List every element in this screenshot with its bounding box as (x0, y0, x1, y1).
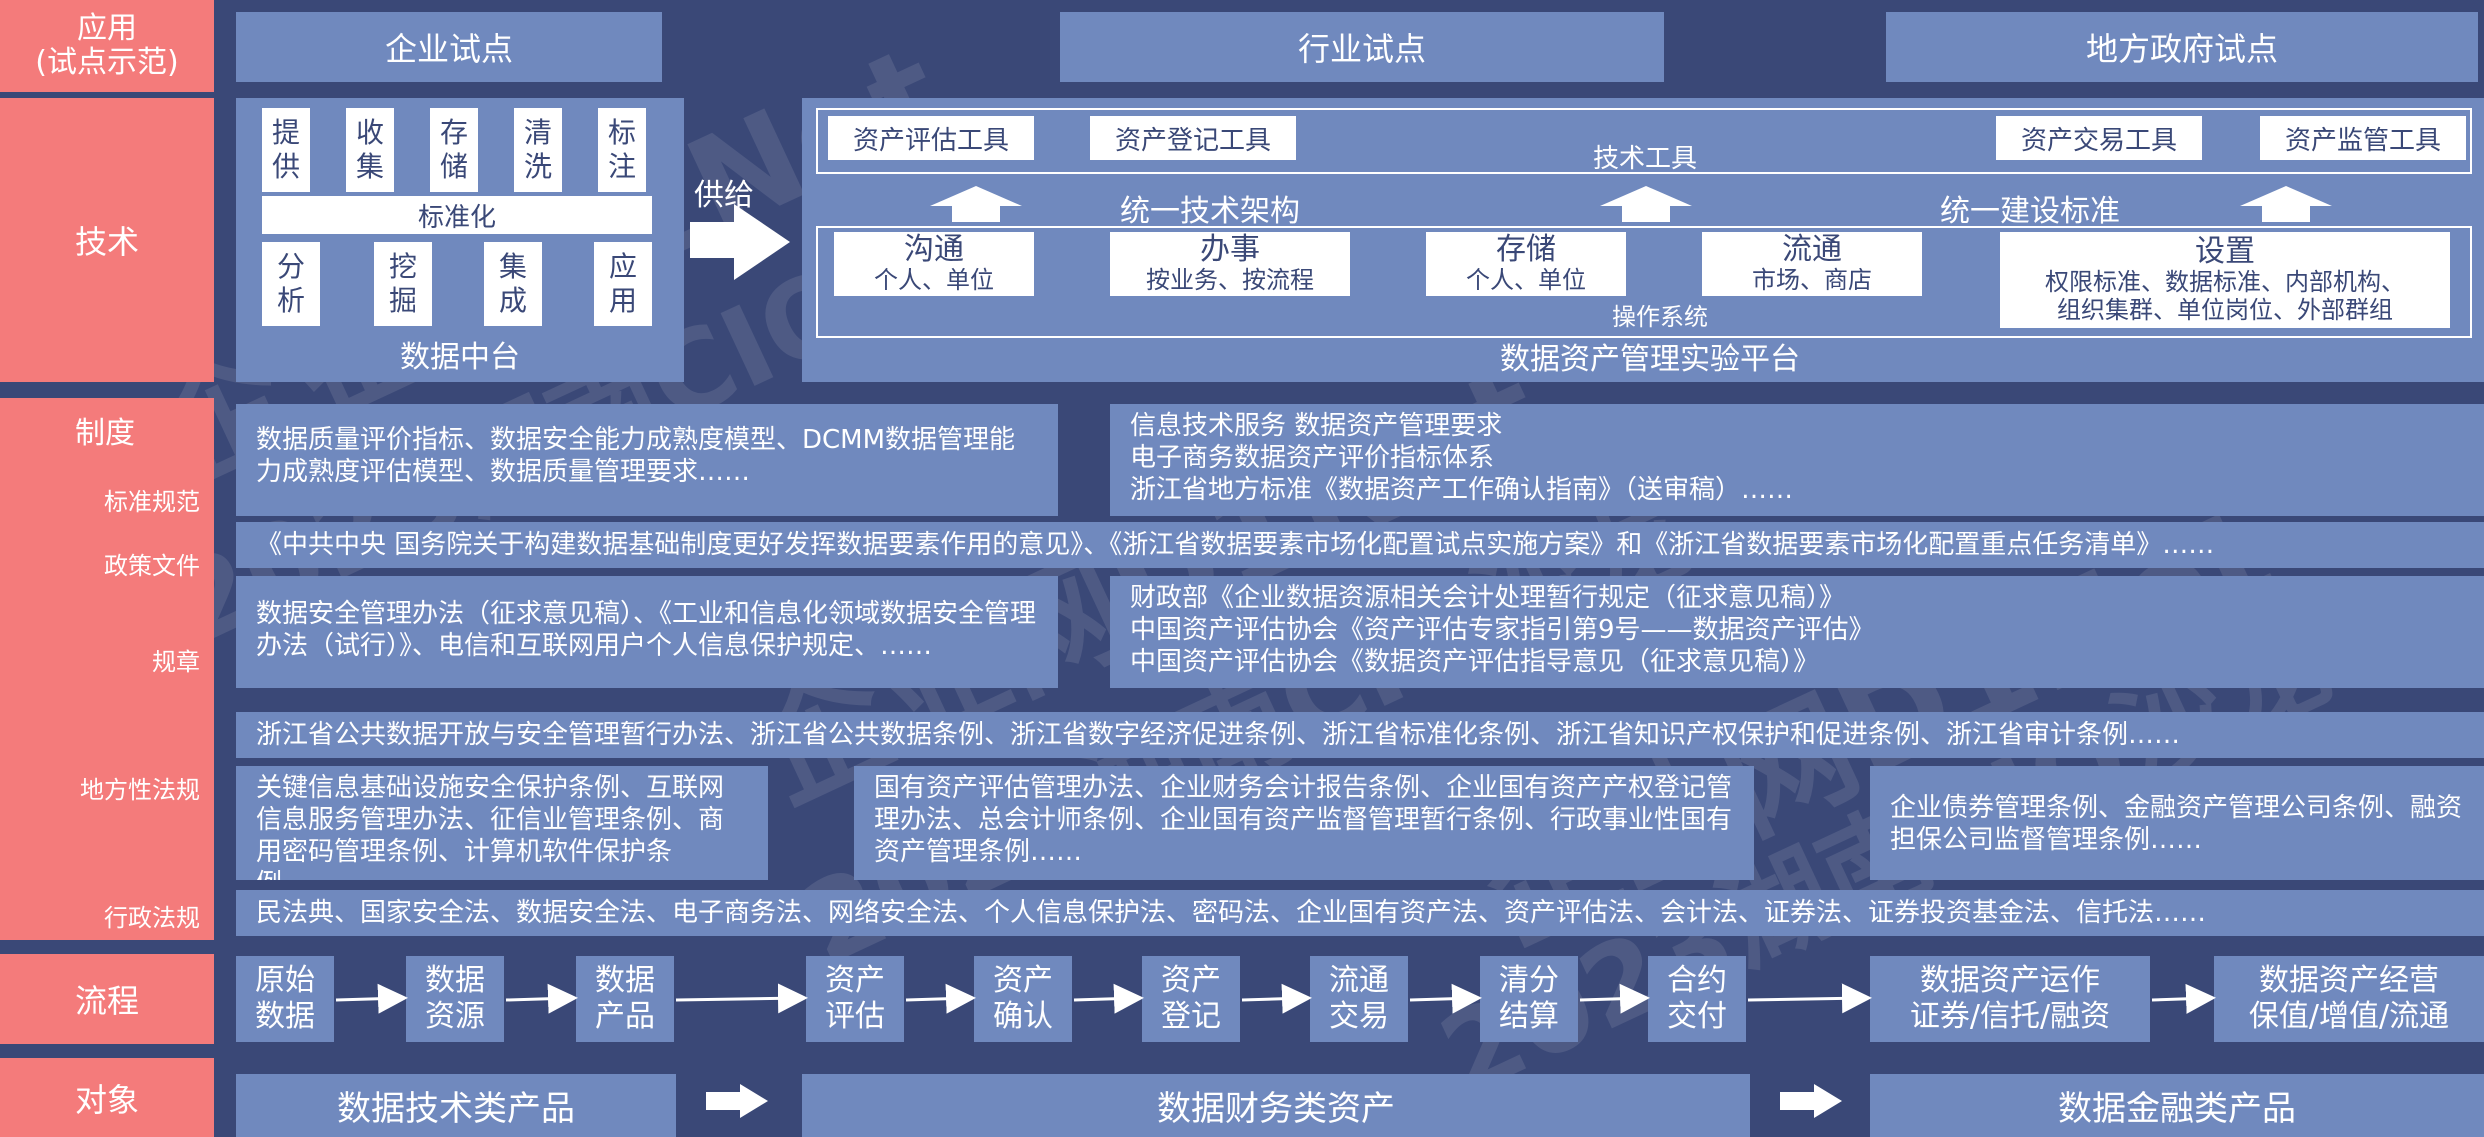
step-asset-valuation: 资产 评估 (806, 956, 904, 1042)
local-reg-a: 关键信息基础设施安全保护条例、互联网信息服务管理办法、征信业管理条例、商用密码管… (236, 766, 768, 880)
os-settings: 设置 权限标准、数据标准、内部机构、 组织集群、单位岗位、外部群组 (2000, 232, 2450, 328)
rules-right: 财政部《企业数据资源相关会计处理暂行规定（征求意见稿）》 中国资产评估协会《资产… (1110, 576, 2484, 688)
os-communicate-title: 沟通 (904, 232, 964, 267)
os-affairs-sub: 按业务、按流程 (1146, 266, 1314, 294)
os-storage-sub: 个人、单位 (1466, 266, 1586, 294)
step-data-product: 数据 产品 (576, 956, 674, 1042)
supply-arrow-shaft (690, 222, 734, 258)
arrow-6 (1241, 983, 1312, 1014)
arrow-2 (505, 983, 578, 1014)
os-settings-title: 设置 (2195, 234, 2255, 269)
supply-arrow-head (734, 204, 790, 280)
arrow-10 (2151, 983, 2216, 1014)
mp-standardize: 标准化 (262, 196, 652, 234)
row-label-application: 应用 (试点示范) (0, 0, 214, 92)
sub-label-rules: 规章 (152, 648, 200, 676)
object-financial-products: 数据金融类产品 (1870, 1074, 2484, 1137)
os-circulation-title: 流通 (1782, 232, 1842, 267)
os-affairs-title: 办事 (1200, 232, 1260, 267)
os-frame (816, 226, 2472, 338)
step-contract-delivery: 合约 交付 (1648, 956, 1746, 1042)
row-label-technology: 技术 (0, 98, 214, 382)
arrow-3 (675, 983, 808, 1014)
mp-collect: 收 集 (346, 108, 394, 192)
object-arrow-2-shaft (1780, 1092, 1816, 1110)
up-arrow-3-shaft (2262, 206, 2310, 222)
mp-integrate: 集 成 (484, 242, 542, 326)
rules-left: 数据安全管理办法（征求意见稿）、《工业和信息化领域数据安全管理办法（试行）》、电… (236, 576, 1058, 688)
os-storage: 存储 个人、单位 (1426, 232, 1626, 296)
policy-docs: 《中共中央 国务院关于构建数据基础制度更好发挥数据要素作用的意见》、《浙江省数据… (236, 522, 2484, 568)
os-storage-title: 存储 (1496, 232, 1556, 267)
up-arrow-1-shaft (952, 206, 1000, 222)
unified-standard: 统一建设标准 (1940, 194, 2120, 229)
object-arrow-1-shaft (706, 1092, 742, 1110)
mp-title: 数据中台 (400, 340, 520, 375)
tools-label: 技术工具 (1592, 143, 1697, 174)
admin-regulations: 民法典、国家安全法、数据安全法、电子商务法、网络安全法、个人信息保护法、密码法、… (236, 890, 2484, 936)
pilot-local-government: 地方政府试点 (1886, 12, 2478, 82)
arrow-8 (1579, 983, 1650, 1014)
os-circulation: 流通 市场、商店 (1702, 232, 1922, 296)
step-asset-management: 数据资产经营 保值/增值/流通 (2214, 956, 2484, 1042)
mp-annotate: 标 注 (598, 108, 646, 192)
arrow-1 (335, 983, 408, 1014)
arrow-5 (1073, 983, 1144, 1014)
unified-architecture: 统一技术架构 (1120, 194, 1300, 229)
os-circulation-sub: 市场、商店 (1752, 266, 1872, 294)
mp-analyze: 分 析 (262, 242, 320, 326)
tool-valuation: 资产评估工具 (828, 116, 1034, 160)
local-regulations: 浙江省公共数据开放与安全管理暂行办法、浙江省公共数据条例、浙江省数字经济促进条例… (236, 712, 2484, 758)
step-trading: 流通 交易 (1310, 956, 1408, 1042)
pilot-enterprise: 企业试点 (236, 12, 662, 82)
tool-registration: 资产登记工具 (1090, 116, 1296, 160)
arrow-7 (1409, 983, 1482, 1014)
standards-right: 信息技术服务 数据资产管理要求 电子商务数据资产评价指标体系 浙江省地方标准《数… (1110, 404, 2484, 516)
mp-clean: 清 洗 (514, 108, 562, 192)
step-raw-data: 原始 数据 (236, 956, 334, 1042)
step-settlement: 清分 结算 (1480, 956, 1578, 1042)
os-communicate: 沟通 个人、单位 (834, 232, 1034, 296)
platform-title: 数据资产管理实验平台 (1500, 342, 1800, 377)
row-label-object: 对象 (0, 1058, 214, 1137)
mp-provide: 提 供 (262, 108, 310, 192)
mp-store: 存 储 (430, 108, 478, 192)
step-asset-confirmation: 资产 确认 (974, 956, 1072, 1042)
standards-left: 数据质量评价指标、数据安全能力成熟度模型、DCMM数据管理能力成熟度评估模型、数… (236, 404, 1058, 516)
tool-trading: 资产交易工具 (1996, 116, 2202, 160)
step-asset-operation: 数据资产运作 证券/信托/融资 (1870, 956, 2150, 1042)
sub-label-policy: 政策文件 (104, 552, 200, 580)
arrow-4 (905, 983, 976, 1014)
tools-frame (816, 108, 2472, 174)
sub-label-admin: 行政法规 (104, 904, 200, 932)
os-communicate-sub: 个人、单位 (874, 266, 994, 294)
step-data-resource: 数据 资源 (406, 956, 504, 1042)
object-finance-assets: 数据财务类资产 (802, 1074, 1750, 1137)
sub-label-standards: 标准规范 (104, 488, 200, 516)
up-arrow-1 (930, 186, 1022, 206)
pilot-industry: 行业试点 (1060, 12, 1664, 82)
mp-apply: 应 用 (594, 242, 652, 326)
local-reg-c: 企业债券管理条例、金融资产管理公司条例、融资担保公司监督管理条例…… (1870, 766, 2484, 880)
row-label-process: 流程 (0, 954, 214, 1044)
local-reg-b: 国有资产评估管理办法、企业财务会计报告条例、企业国有资产产权登记管理办法、总会计… (854, 766, 1754, 880)
watermark-3: 企业网D1Net (720, 310, 1568, 839)
os-settings-sub: 权限标准、数据标准、内部机构、 组织集群、单位岗位、外部群组 (2045, 268, 2405, 324)
tool-supervision: 资产监管工具 (2260, 116, 2466, 160)
object-arrow-1-head (740, 1084, 768, 1118)
object-tech-products: 数据技术类产品 (236, 1074, 676, 1137)
arrow-9 (1747, 983, 1872, 1014)
os-label: 操作系统 (1612, 302, 1708, 331)
up-arrow-2 (1600, 186, 1692, 206)
os-affairs: 办事 按业务、按流程 (1110, 232, 1350, 296)
sub-label-local: 地方性法规 (80, 776, 200, 804)
mp-mine: 挖 掘 (374, 242, 432, 326)
process-arrows (335, 983, 2216, 1014)
up-arrow-2-shaft (1622, 206, 1670, 222)
object-arrow-2-head (1814, 1084, 1842, 1118)
up-arrow-3 (2240, 186, 2332, 206)
step-asset-registration: 资产 登记 (1142, 956, 1240, 1042)
row-label-system (0, 398, 214, 940)
system-label: 制度 (75, 416, 135, 451)
